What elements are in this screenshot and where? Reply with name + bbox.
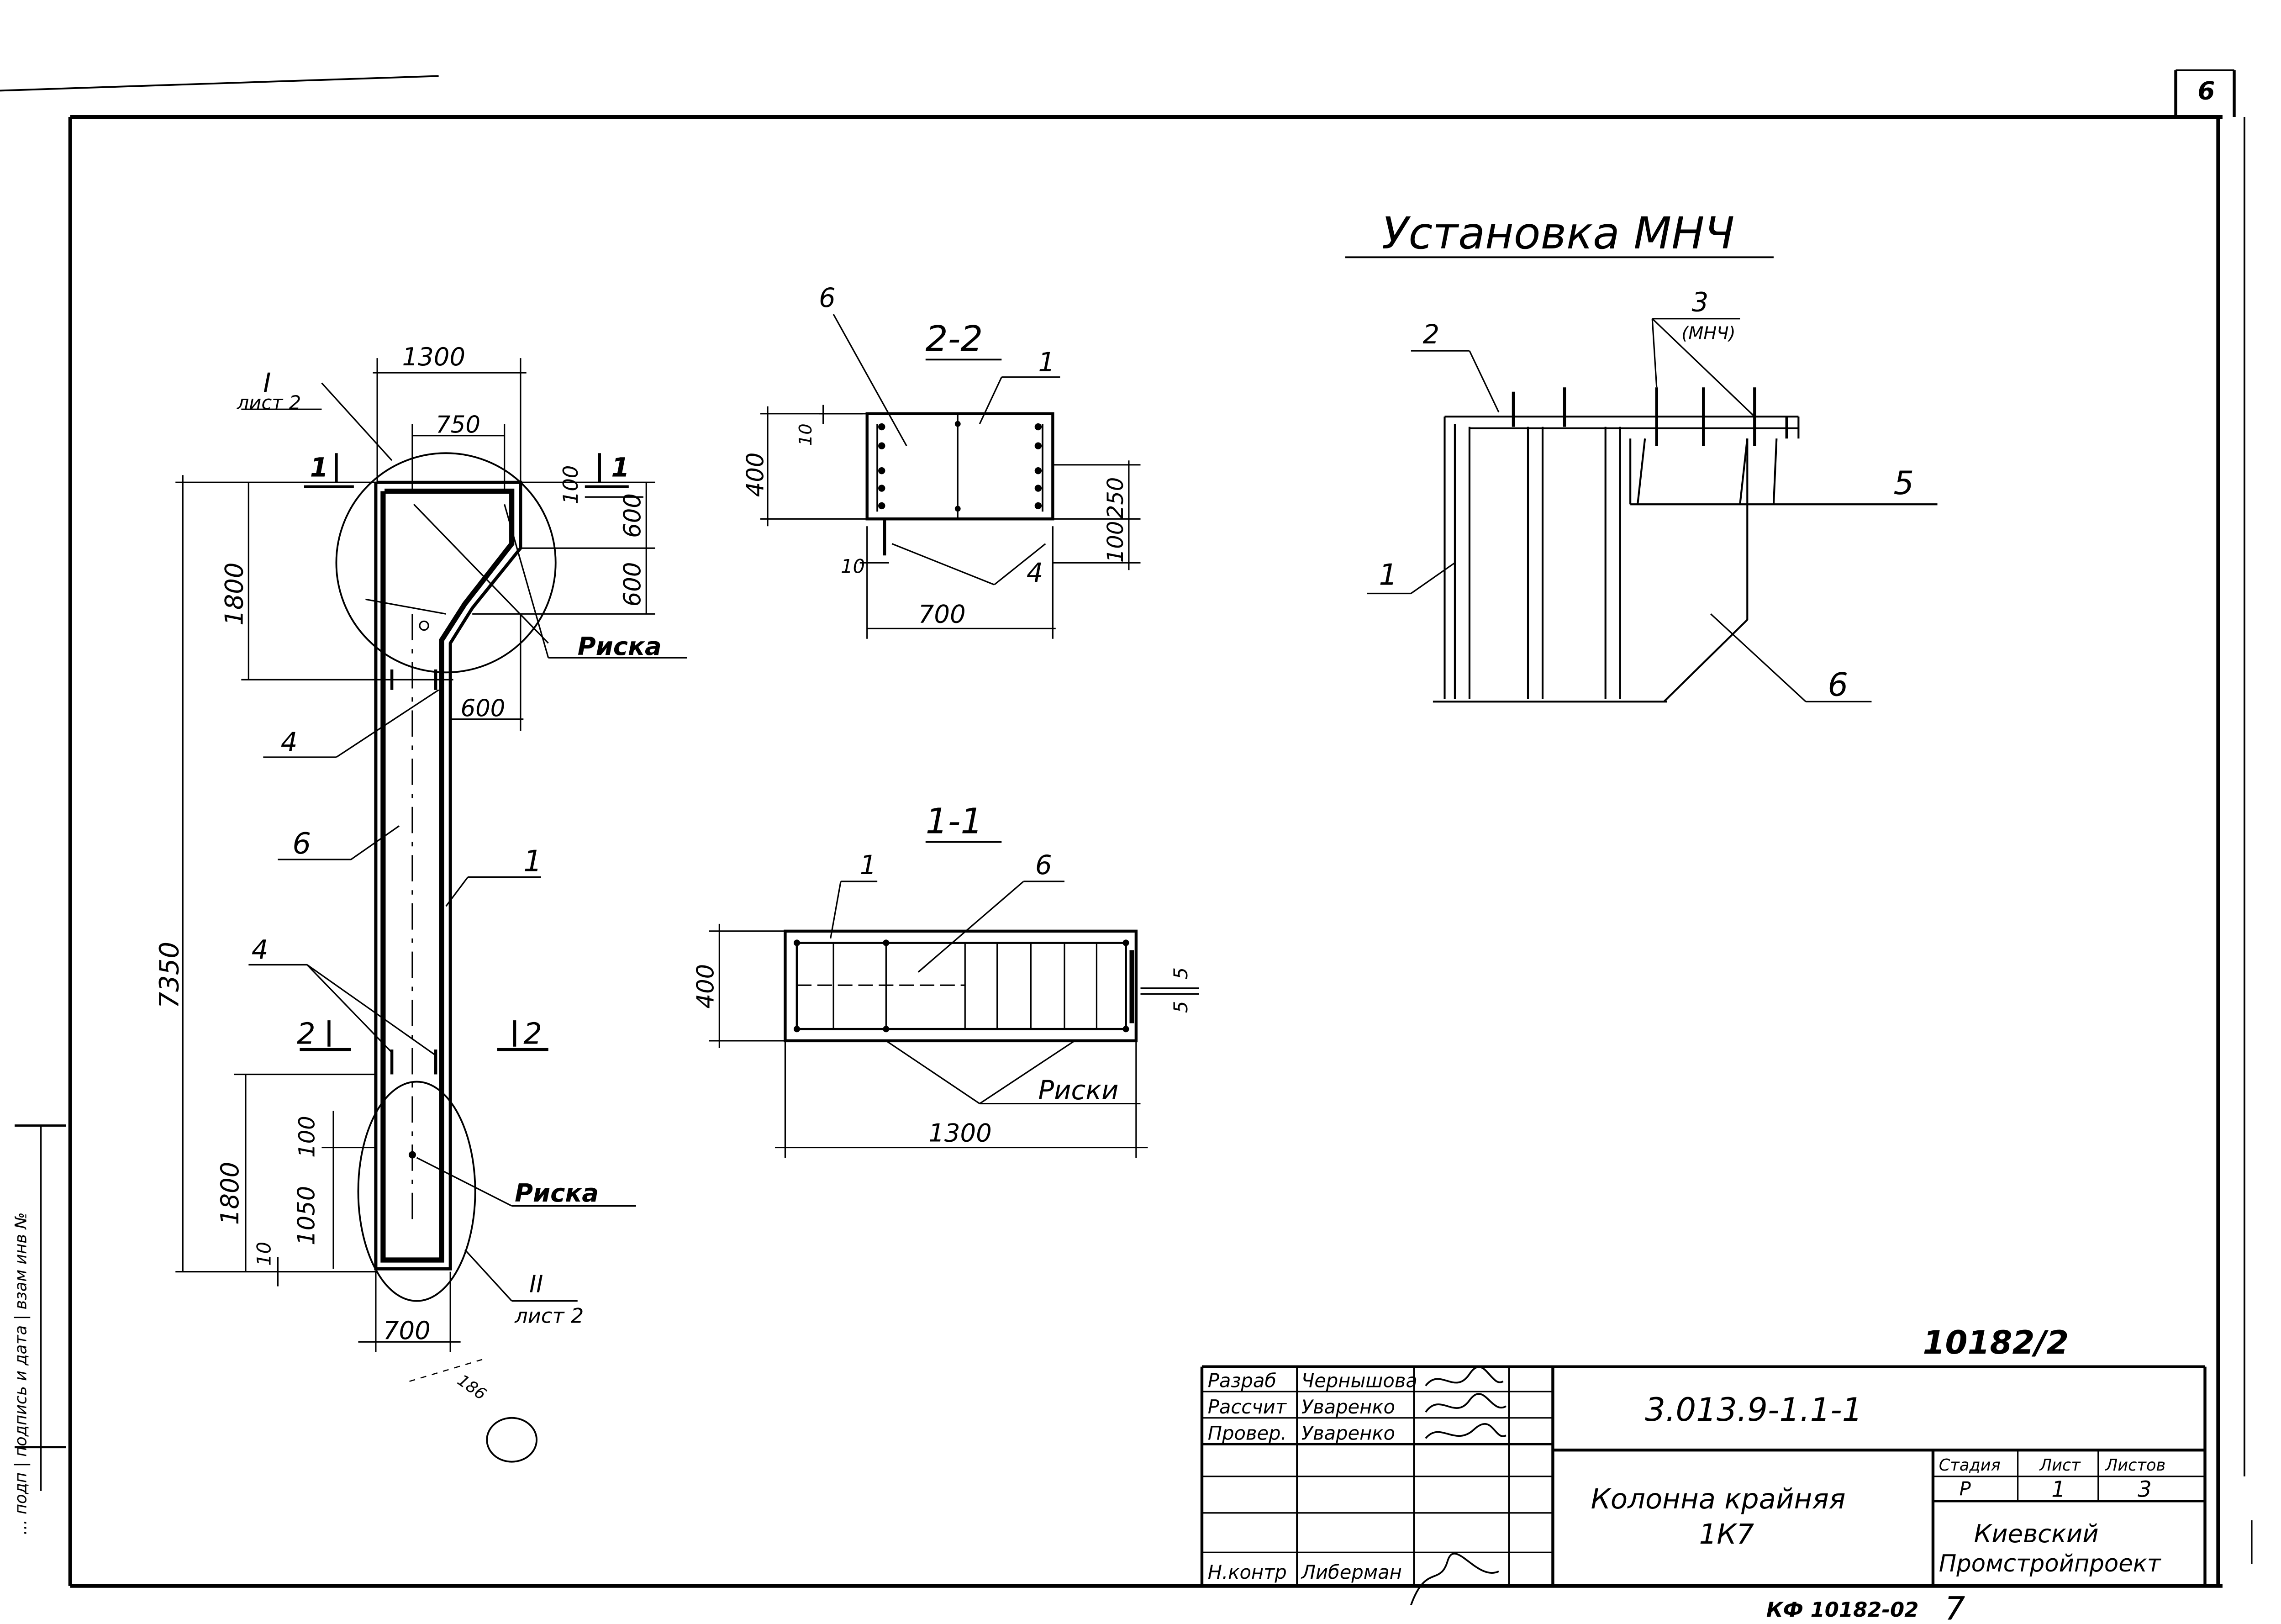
label-pos4-mid: 4 [252, 935, 269, 965]
section-1-1-dim-5a: 5 [1169, 967, 1192, 979]
section-mark-1-right: 1 [611, 452, 629, 483]
section-2-2-title: 2-2 [926, 319, 983, 359]
mnch-pos1: 1 [1379, 558, 1397, 592]
label-pos4-top: 4 [281, 727, 298, 758]
dim-b100: 100 [294, 1116, 320, 1158]
dim-head-height: 1800 [220, 562, 249, 625]
section-2-2-pos4: 4 [1027, 558, 1043, 588]
section-1-1-pos1: 1 [860, 850, 877, 881]
dim-extra-small: 186 [454, 1371, 490, 1404]
label-pos6: 6 [292, 827, 311, 861]
tb-sheet: 1 [2051, 1477, 2065, 1503]
section-2-2-dim-250: 250 [1103, 477, 1128, 519]
tb-name-0: Чернышова [1301, 1369, 1417, 1392]
section-2-2-outline [865, 412, 1054, 521]
tb-role-1: Рассчит [1208, 1396, 1287, 1418]
mnch-pos6: 6 [1828, 666, 1848, 704]
mnch-pos5: 5 [1893, 464, 1914, 502]
mnch-pos3-note: (МНЧ) [1681, 323, 1735, 344]
section-2-2-pos6: 6 [819, 283, 836, 313]
tb-name-6: Либерман [1301, 1561, 1402, 1583]
section-2-2-pos1: 1 [1038, 347, 1055, 378]
column-elevation [175, 358, 687, 1463]
section-1-1-outline [784, 929, 1138, 1043]
callout-top-sheet: лист 2 [237, 391, 301, 414]
tb-name-line1: Колонна крайняя [1591, 1483, 1846, 1515]
dim-offset: 750 [436, 411, 480, 438]
callout-circle-top [335, 452, 557, 674]
tb-role-0: Разраб [1208, 1369, 1276, 1392]
section-1-1-dim-height: 400 [692, 964, 720, 1009]
dim-total-height: 7350 [154, 942, 185, 1009]
dim-bottom-width: 700 [383, 1316, 431, 1345]
section-1-1-dim-5b: 5 [1169, 1001, 1192, 1013]
tb-designation: 3.013.9-1.1-1 [1645, 1391, 1862, 1429]
dim-b10: 10 [253, 1242, 275, 1266]
dim-top-width: 1300 [402, 342, 465, 371]
tb-sheets-header: Листов [2105, 1456, 2166, 1475]
section-1-1-title: 1-1 [926, 801, 983, 842]
section-1-1-riski: Риски [1038, 1075, 1118, 1106]
dim-bottom-height: 1800 [215, 1162, 244, 1225]
section-1-1-pos6: 6 [1035, 850, 1052, 881]
mnch-title: Установка МНЧ [1382, 208, 1735, 259]
section-2-2-dim-10-bottom: 10 [841, 555, 865, 578]
section-1-1-dim-width: 1300 [928, 1118, 991, 1148]
side-strip-label: ... подп | подпись и дата | взам инв № [12, 1212, 31, 1534]
bottom-page: 7 [1945, 1590, 1965, 1624]
label-riska-top: Риска [578, 632, 662, 661]
tb-name-1: Уваренко [1301, 1396, 1395, 1418]
label-pos1: 1 [523, 845, 542, 879]
section-mark-1-left: 1 [310, 452, 328, 483]
reinforcement-cage [380, 488, 515, 1263]
sheet-number: 6 [2197, 76, 2215, 105]
section-2-2-dim-10-top: 10 [795, 423, 816, 446]
section-mark-2-left: 2 [297, 1017, 316, 1051]
callout-ellipse-bottom [357, 1081, 476, 1302]
mnch-pos3: 3 [1692, 287, 1709, 318]
dim-b1050: 1050 [293, 1186, 320, 1245]
title-block [1200, 1365, 2207, 1586]
side-strip [15, 1124, 66, 1491]
tb-name-2: Уваренко [1301, 1422, 1395, 1445]
tb-org-line1: Киевский [1974, 1519, 2099, 1548]
tb-org-line2: Промстройпроект [1939, 1550, 2162, 1577]
tb-name-line2: 1К7 [1699, 1519, 1754, 1550]
mnch-pos2: 2 [1422, 319, 1439, 350]
callout-bottom-sheet: лист 2 [514, 1304, 584, 1328]
section-2-2-dim-height: 400 [742, 452, 769, 497]
dim-head-upper: 600 [619, 493, 646, 538]
section-2-2 [760, 314, 1141, 639]
dim-left-step: 100 [558, 465, 583, 504]
bottom-code: КФ 10182-02 [1766, 1598, 1918, 1622]
column-outline [374, 480, 522, 1271]
tb-role-6: Н.контр [1208, 1561, 1287, 1583]
sheet-frame [0, 69, 2253, 1588]
mnch-installation [1345, 256, 1938, 703]
tb-sheet-header: Лист [2039, 1456, 2081, 1475]
dim-head-lower: 600 [619, 562, 646, 607]
callout-bottom-roman: II [529, 1271, 543, 1298]
dim-right-step: 600 [461, 695, 506, 722]
tb-sheets: 3 [2138, 1477, 2152, 1503]
tb-stage-header: Стадия [1939, 1456, 2001, 1475]
label-riska-bottom: Риска [515, 1178, 599, 1207]
archive-stamp: 10182/2 [1923, 1324, 2069, 1361]
tb-role-2: Провер. [1208, 1422, 1287, 1445]
section-2-2-dim-100: 100 [1103, 521, 1128, 563]
section-mark-2-right: 2 [523, 1017, 542, 1051]
signatures [1410, 1366, 1507, 1606]
tb-stage: Р [1960, 1477, 1971, 1500]
callout-top-roman: I [263, 368, 271, 398]
section-1-1 [709, 841, 1199, 1158]
section-2-2-dim-width: 700 [918, 600, 966, 629]
